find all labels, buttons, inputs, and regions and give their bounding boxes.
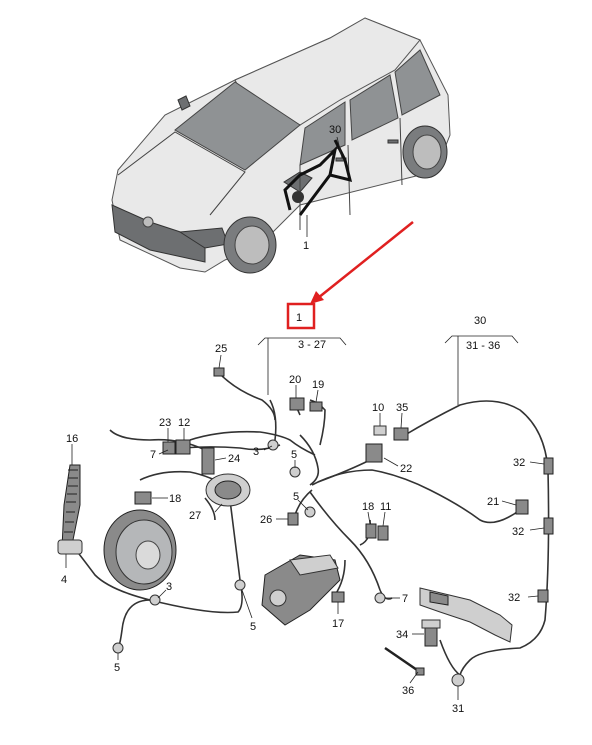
loudspeaker [103, 509, 177, 591]
callout-12: 12 [178, 417, 190, 429]
callout-30-range: 31 - 36 [466, 340, 500, 352]
callout-1-range: 3 - 27 [298, 339, 326, 351]
callout-5a: 5 [291, 449, 297, 461]
callout-22: 22 [400, 463, 412, 475]
callout-4: 4 [61, 574, 67, 586]
grommet-5c [234, 579, 246, 591]
callout-32b: 32 [512, 526, 524, 538]
callout-35: 35 [396, 402, 408, 414]
callout-1-car: 1 [303, 240, 309, 252]
grommet-5d [112, 642, 124, 654]
callout-10: 10 [372, 402, 384, 414]
callout-20: 20 [289, 374, 301, 386]
callout-27: 27 [189, 510, 201, 522]
part-10 [373, 425, 387, 436]
part-24 [201, 447, 215, 475]
callout-1-box: 1 [296, 312, 302, 324]
part-20 [289, 397, 305, 411]
callout-25: 25 [215, 343, 227, 355]
callout-36: 36 [402, 685, 414, 697]
callout-7b: 7 [402, 593, 408, 605]
door-handle [419, 587, 513, 643]
connector-34 [421, 619, 441, 647]
part-23 [162, 441, 176, 455]
highlight-arrow [310, 221, 414, 304]
part-7b [374, 592, 386, 604]
callout-11: 11 [380, 501, 391, 513]
part-22 [365, 443, 383, 463]
callout-3b: 3 [166, 581, 172, 593]
car-illustration [111, 17, 451, 274]
part-12 [175, 439, 191, 455]
callout-18a: 18 [169, 493, 181, 505]
part-18a [134, 491, 152, 505]
callout-5d: 5 [114, 662, 120, 674]
grommet-3a [267, 439, 279, 451]
cable-tie-36 [384, 646, 421, 674]
part-19 [309, 401, 323, 412]
callout-5c: 5 [250, 621, 256, 633]
callout-26: 26 [260, 514, 272, 526]
grommet-5a [289, 466, 301, 478]
part-25 [213, 367, 225, 377]
part-18b [365, 523, 377, 539]
callout-3a: 3 [253, 446, 259, 458]
highlight-box [286, 302, 316, 330]
callout-24: 24 [228, 453, 240, 465]
callout-30-car: 30 [329, 124, 341, 136]
callout-23: 23 [159, 417, 171, 429]
grommet-27 [205, 473, 251, 507]
callout-7a: 7 [150, 449, 156, 461]
callout-17: 17 [332, 618, 344, 630]
part-26 [287, 512, 299, 526]
callout-5b: 5 [293, 491, 299, 503]
callout-21: 21 [487, 496, 499, 508]
grommet-3b [149, 594, 161, 606]
grommet-31 [451, 673, 465, 687]
callout-30-top: 30 [474, 315, 486, 327]
window-motor [261, 554, 341, 626]
corrugated-tube [57, 464, 83, 555]
part-11 [377, 525, 389, 541]
part-21 [515, 499, 529, 515]
callout-16: 16 [66, 433, 78, 445]
part-35 [393, 427, 409, 441]
callout-34: 34 [396, 629, 408, 641]
callout-19: 19 [312, 379, 324, 391]
leader-lines [65, 354, 545, 700]
callout-31: 31 [452, 703, 464, 715]
clips-32 [537, 457, 554, 603]
callout-18b: 18 [362, 501, 374, 513]
callout-32a: 32 [513, 457, 525, 469]
callout-32c: 32 [508, 592, 520, 604]
part-17 [331, 591, 345, 603]
